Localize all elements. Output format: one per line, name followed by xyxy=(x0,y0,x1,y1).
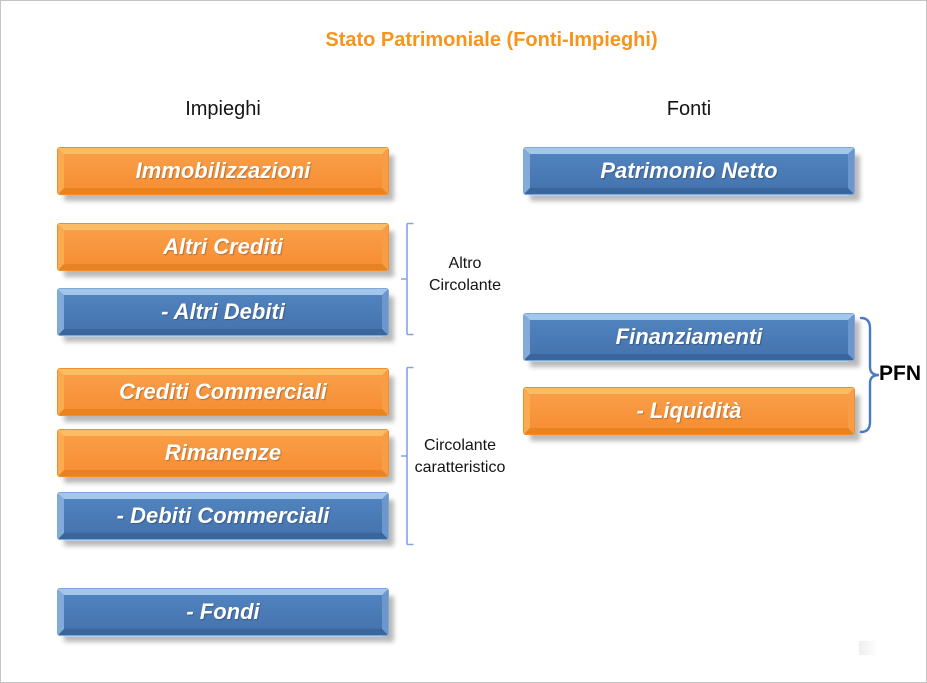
altro-circolante-bracket xyxy=(401,222,414,336)
box-crediti-commerciali: Crediti Commerciali xyxy=(58,369,388,415)
faint-watermark xyxy=(859,641,876,655)
box-rimanenze: Rimanenze xyxy=(58,430,388,476)
box-altri-debiti: - Altri Debiti xyxy=(58,289,388,335)
pfn-label: PFN xyxy=(879,362,921,385)
page-title: Stato Patrimoniale (Fonti-Impieghi) xyxy=(325,29,658,51)
label-line: Circolante xyxy=(428,277,502,294)
box-label: Rimanenze xyxy=(164,440,282,465)
box-label: Crediti Commerciali xyxy=(119,379,327,404)
circolante-caratteristico-bracket xyxy=(401,366,414,546)
label-line: Altro xyxy=(448,255,482,272)
box-altri-crediti: Altri Crediti xyxy=(58,224,388,270)
label-line: Circolante xyxy=(423,437,497,454)
box-liquidita: - Liquidità xyxy=(524,388,854,434)
box-label: Immobilizzazioni xyxy=(135,158,311,183)
box-label: - Liquidità xyxy=(636,398,742,423)
box-finanziamenti: Finanziamenti xyxy=(524,314,854,360)
box-label: Patrimonio Netto xyxy=(600,158,778,183)
column-header-fonti: Fonti xyxy=(666,98,712,120)
box-label: Finanziamenti xyxy=(615,324,763,349)
box-patrimonio-netto: Patrimonio Netto xyxy=(524,148,854,194)
box-immobilizzazioni: Immobilizzazioni xyxy=(58,148,388,194)
box-label: - Fondi xyxy=(186,599,260,624)
box-label: - Debiti Commerciali xyxy=(116,503,330,528)
label-line: caratteristico xyxy=(414,459,506,476)
column-header-impieghi: Impieghi xyxy=(185,98,261,120)
circolante-caratteristico-label: Circolante caratteristico xyxy=(399,435,521,479)
box-label: - Altri Debiti xyxy=(161,299,285,324)
altro-circolante-label: Altro Circolante xyxy=(405,253,525,297)
box-label: Altri Crediti xyxy=(163,234,283,259)
box-fondi: - Fondi xyxy=(58,589,388,635)
pfn-brace xyxy=(859,316,880,434)
box-debiti-commerciali: - Debiti Commerciali xyxy=(58,493,388,539)
